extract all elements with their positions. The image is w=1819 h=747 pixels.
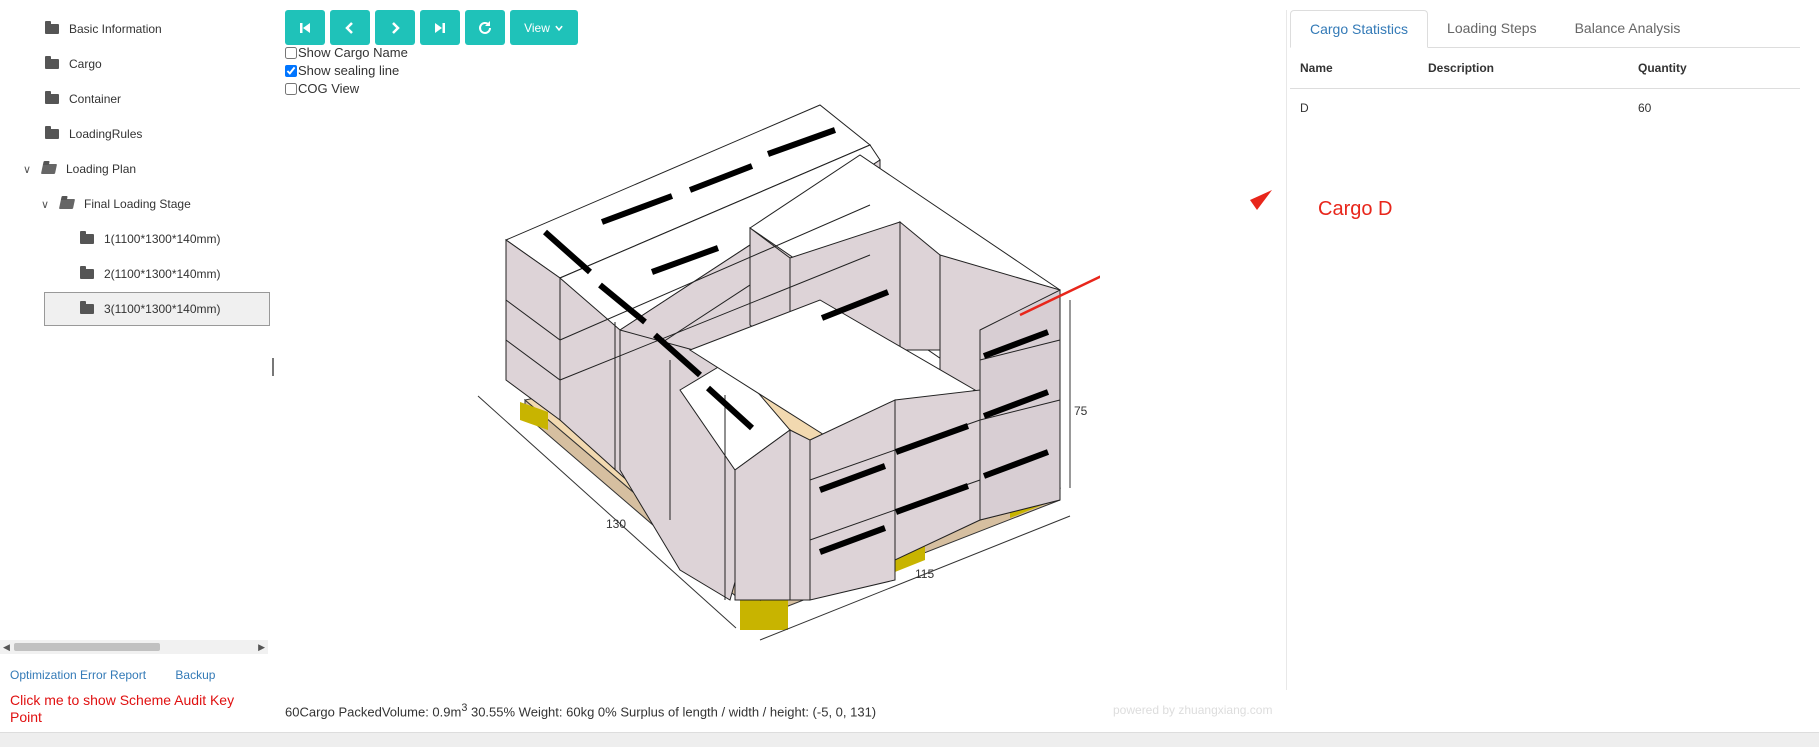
right-panel-tabs: Cargo Statistics Loading Steps Balance A…: [1290, 10, 1800, 48]
previous-step-button[interactable]: [330, 10, 370, 45]
tree-item-plan-2[interactable]: 2(1100*1300*140mm): [80, 257, 221, 291]
show-sealing-line-option[interactable]: Show sealing line: [285, 62, 408, 80]
scrollbar-thumb[interactable]: [14, 643, 160, 651]
folder-open-icon: [58, 199, 76, 209]
tree-item-loading-rules[interactable]: LoadingRules: [45, 117, 142, 151]
cargo-annotation-label: Cargo D: [1318, 198, 1393, 220]
refresh-icon: [479, 20, 491, 34]
tree-item-loading-plan[interactable]: ∨ Loading Plan: [20, 152, 136, 186]
folder-icon: [45, 21, 59, 34]
table-row[interactable]: D 60: [1290, 89, 1800, 128]
chevron-down-icon[interactable]: ∨: [40, 198, 50, 211]
pallet-3d-view[interactable]: 130 115 75: [450, 95, 1100, 655]
tree-item-plan-1[interactable]: 1(1100*1300*140mm): [80, 222, 221, 256]
option-label: Show sealing line: [298, 63, 400, 78]
status-sup: 3: [461, 702, 468, 714]
status-rest: 30.55% Weight: 60kg 0% Surplus of length…: [467, 704, 877, 720]
folder-icon: [80, 266, 94, 279]
annotation-arrow: [1019, 275, 1100, 317]
tree-item-plan-3[interactable]: 3(1100*1300*140mm): [44, 292, 270, 326]
optimization-error-report-link[interactable]: Optimization Error Report: [10, 668, 147, 682]
column-header-name[interactable]: Name: [1290, 48, 1418, 89]
height-dimension-label: 75: [1074, 404, 1088, 418]
scroll-right-icon[interactable]: ▶: [258, 642, 265, 652]
tree-item-label: 2(1100*1300*140mm): [104, 267, 221, 281]
panel-resize-handle[interactable]: [272, 358, 274, 376]
tree-item-label: Final Loading Stage: [84, 197, 191, 211]
tab-balance-analysis[interactable]: Balance Analysis: [1574, 20, 1681, 36]
tree-item-label: Cargo: [69, 57, 102, 71]
folder-icon: [45, 91, 59, 104]
view-options: Show Cargo Name Show sealing line COG Vi…: [285, 44, 408, 98]
folder-open-icon: [40, 164, 58, 174]
backup-link[interactable]: Backup: [175, 668, 216, 682]
powered-by-text: powered by zhuangxiang.com: [1113, 703, 1273, 717]
table-header-row: Name Description Quantity: [1290, 48, 1800, 89]
bottom-strip: [0, 732, 1819, 747]
option-label: Show Cargo Name: [298, 45, 408, 60]
horizontal-scrollbar[interactable]: ◀ ▶: [0, 640, 268, 654]
tree-item-label: Container: [69, 92, 122, 106]
first-step-button[interactable]: [285, 10, 325, 45]
last-step-button[interactable]: [420, 10, 460, 45]
status-prefix: 60Cargo PackedVolume: 0.9m: [285, 704, 462, 720]
tree-item-label: 3(1100*1300*140mm): [104, 302, 221, 316]
width-dimension-label: 115: [915, 567, 934, 581]
length-dimension-label: 130: [606, 517, 626, 531]
chevron-down-icon: [555, 25, 563, 31]
scheme-audit-link[interactable]: Click me to show Scheme Audit Key Point: [10, 692, 235, 725]
annotation-arrowhead: [1250, 190, 1272, 210]
status-bar: 60Cargo PackedVolume: 0.9m3 30.55% Weigh…: [285, 702, 876, 719]
cell-quantity: 60: [1638, 101, 1652, 115]
column-header-description[interactable]: Description: [1418, 48, 1628, 89]
show-sealing-line-checkbox[interactable]: [285, 65, 297, 77]
column-header-quantity[interactable]: Quantity: [1628, 48, 1800, 89]
tree-item-label: LoadingRules: [69, 127, 143, 141]
next-step-button[interactable]: [375, 10, 415, 45]
skip-last-icon: [435, 22, 445, 33]
footer-links: Optimization Error Report Backup: [10, 668, 241, 682]
skip-first-icon: [300, 22, 310, 33]
show-cargo-name-option[interactable]: Show Cargo Name: [285, 44, 408, 62]
tree-item-label: 1(1100*1300*140mm): [104, 232, 221, 246]
tree-item-basic-information[interactable]: Basic Information: [45, 12, 162, 46]
tree-item-label: Basic Information: [69, 22, 162, 36]
chevron-right-icon: [392, 21, 400, 34]
tree-item-label: Loading Plan: [66, 162, 137, 176]
option-label: COG View: [298, 81, 360, 96]
tab-cargo-statistics[interactable]: Cargo Statistics: [1290, 10, 1429, 48]
chevron-down-icon[interactable]: ∨: [22, 163, 32, 176]
tree-item-cargo[interactable]: Cargo: [45, 47, 102, 81]
view-button-label: View: [524, 20, 550, 35]
folder-icon: [80, 301, 94, 314]
scroll-left-icon[interactable]: ◀: [3, 642, 10, 652]
refresh-button[interactable]: [465, 10, 505, 45]
show-cargo-name-checkbox[interactable]: [285, 47, 297, 59]
cog-view-option[interactable]: COG View: [285, 80, 408, 98]
folder-icon: [80, 231, 94, 244]
tab-loading-steps[interactable]: Loading Steps: [1447, 20, 1537, 36]
folder-icon: [45, 56, 59, 69]
cog-view-checkbox[interactable]: [285, 83, 297, 95]
playback-toolbar: View: [285, 10, 578, 45]
cargo-statistics-table: Name Description Quantity D 60: [1290, 48, 1800, 127]
panel-divider: [1286, 10, 1287, 690]
tree-item-container[interactable]: Container: [45, 82, 121, 116]
chevron-left-icon: [345, 21, 353, 34]
cell-name: D: [1300, 101, 1309, 115]
view-dropdown-button[interactable]: View: [510, 10, 578, 45]
cell-description: [1418, 89, 1628, 128]
folder-icon: [45, 126, 59, 139]
tree-panel: Basic Information Cargo Container Loadin…: [0, 0, 270, 640]
tree-item-final-loading-stage[interactable]: ∨ Final Loading Stage: [38, 187, 191, 221]
